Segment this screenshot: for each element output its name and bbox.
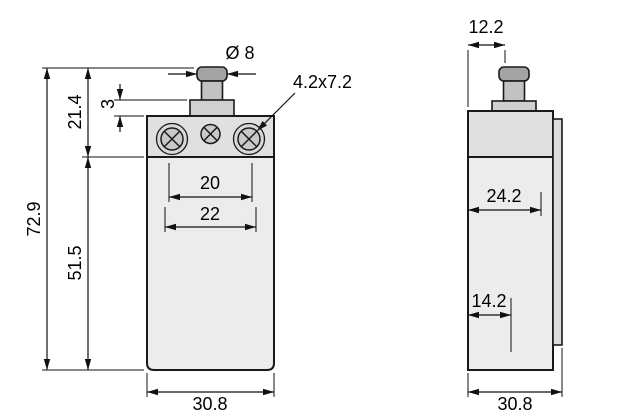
side-switch-head [467,110,554,158]
dim-lower-height: 51.5 [65,245,85,280]
dim-upper-height: 21.4 [65,94,85,129]
plunger-boss [189,99,235,117]
side-view: 12.2 24.2 14.2 30.8 [467,17,563,414]
dim-slot-size: 4.2x7.2 [293,72,352,92]
leader-slot [256,92,296,132]
plunger-cap [196,66,228,82]
screw-cross-right-icon [240,130,258,148]
dim-hole-spacing-inner: 20 [200,173,220,193]
dim-mid-depth: 24.2 [486,186,521,206]
side-plunger-cap [498,66,530,82]
switch-body [146,156,275,371]
dim-body-depth: 30.8 [497,394,532,414]
dim-body-width: 30.8 [192,394,227,414]
side-plunger-stem [502,80,526,102]
dim-head-depth: 12.2 [468,17,503,37]
dim-overall-height: 72.9 [24,201,44,236]
front-view: 72.9 21.4 51.5 3 Ø 8 4.2x7.2 20 22 30.8 [24,43,352,414]
screw-cross-center-icon [203,126,218,142]
dim-hole-offset: 14.2 [471,291,506,311]
dim-plunger-diameter: Ø 8 [225,43,254,63]
dim-hole-spacing-outer: 22 [200,204,220,224]
side-plunger-boss [491,100,537,112]
dim-travel: 3 [98,99,118,109]
screw-cross-left-icon [163,130,181,148]
side-cover-plate [552,118,563,346]
plunger-stem [200,80,224,102]
